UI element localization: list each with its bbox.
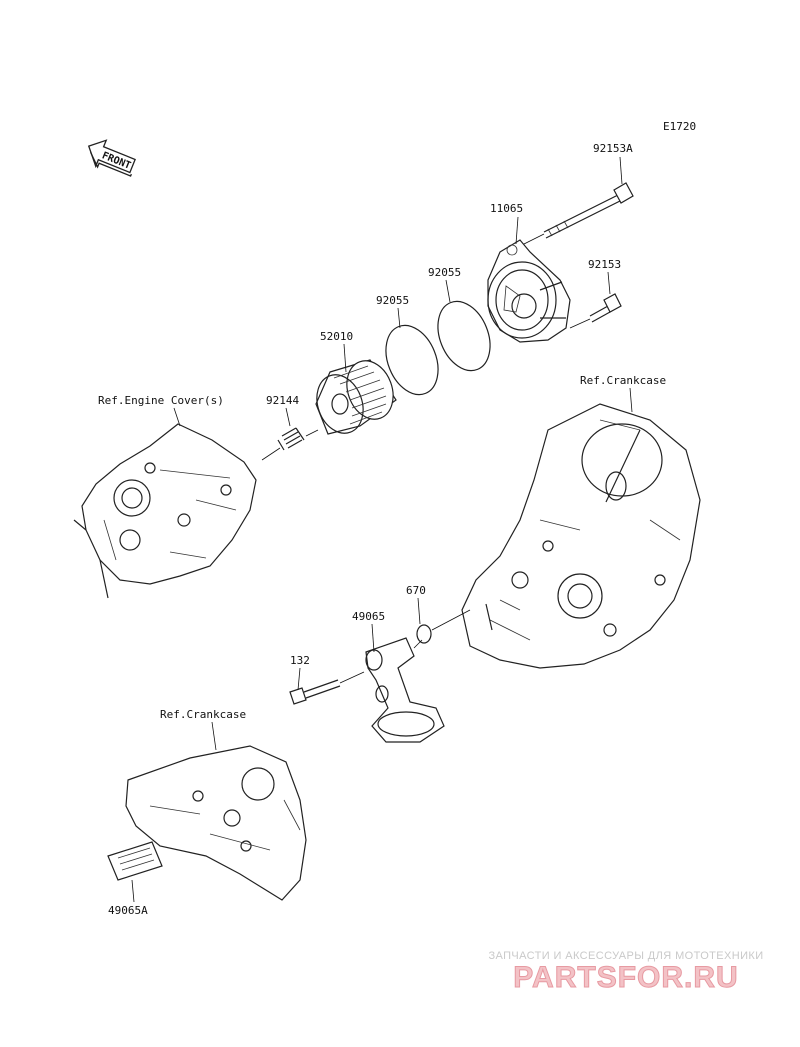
bolt-short-icon	[569, 293, 622, 329]
ref-engine-cover: Ref.Engine Cover(s)	[98, 394, 224, 407]
label-92055-outer: 92055	[428, 266, 461, 279]
oring-inner-icon	[385, 324, 439, 396]
oring-small-icon	[416, 609, 471, 644]
bolt-long-icon	[519, 182, 634, 247]
ref-crankcase-right: Ref.Crankcase	[580, 374, 666, 387]
label-132: 132	[290, 654, 310, 667]
label-92144: 92144	[266, 394, 299, 407]
crankcase-right-icon	[461, 403, 701, 669]
watermark-subtitle: ЗАПЧАСТИ И АКСЕССУАРЫ ДЛЯ МОТОТЕХНИКИ	[488, 950, 764, 962]
crankcase-lower-icon	[125, 745, 307, 901]
label-49065a: 49065A	[108, 904, 148, 917]
label-92153a: 92153A	[593, 142, 633, 155]
front-arrow-icon: FRONT	[87, 139, 136, 177]
label-52010: 52010	[320, 330, 353, 343]
oring-outer-icon	[437, 300, 491, 372]
ref-crankcase-lower: Ref.Crankcase	[160, 708, 246, 721]
label-11065: 11065	[490, 202, 523, 215]
bolt-pipe-icon	[289, 671, 365, 705]
spring-icon	[261, 427, 319, 461]
watermark: ЗАПЧАСТИ И АКСЕССУАРЫ ДЛЯ МОТОТЕХНИКИ PA…	[476, 950, 776, 994]
filter-cover-icon	[487, 239, 571, 343]
label-92153: 92153	[588, 258, 621, 271]
oil-filter-icon	[315, 359, 397, 435]
watermark-brand: PARTSFOR.RU	[513, 961, 739, 994]
label-49065: 49065	[352, 610, 385, 623]
label-670: 670	[406, 584, 426, 597]
oil-pipe-icon	[365, 637, 445, 743]
engine-cover-icon	[73, 423, 257, 599]
diagram-code: E1720	[663, 120, 696, 133]
label-92055-inner: 92055	[376, 294, 409, 307]
oil-screen-icon	[107, 841, 163, 881]
